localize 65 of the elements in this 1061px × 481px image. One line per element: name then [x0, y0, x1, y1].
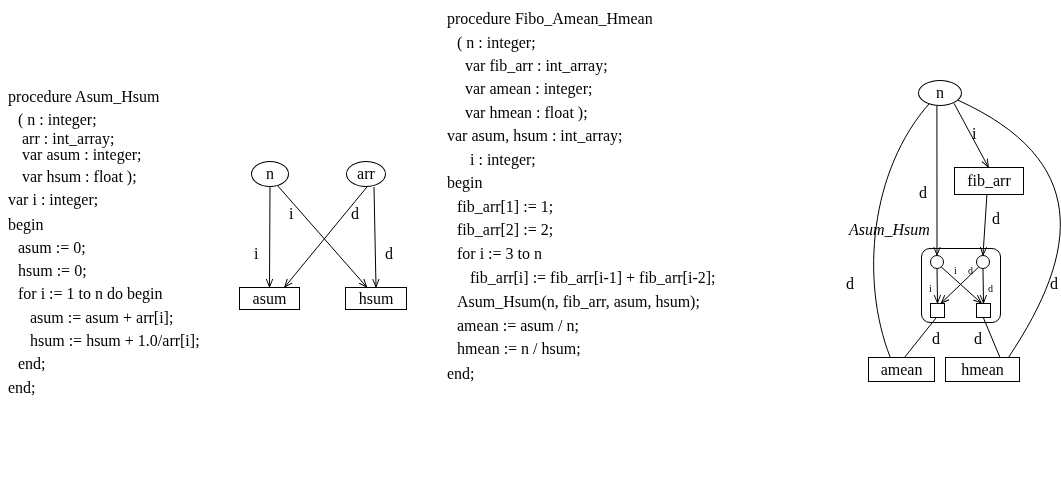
- procedure-name: Asum_Hsum: [849, 222, 930, 238]
- edge-label: d: [992, 211, 1000, 227]
- code-line: hsum := hsum + 1.0/arr[i];: [30, 332, 200, 350]
- code-line: ( n : integer;: [18, 111, 97, 129]
- edge-label: i: [954, 266, 957, 276]
- variable-box: [239, 287, 300, 310]
- edge-label: d: [919, 185, 927, 201]
- node-label: fib_arr: [967, 172, 1011, 190]
- edge-label: d: [846, 276, 854, 292]
- edge-label: d: [351, 206, 359, 222]
- variable-box: [345, 287, 407, 310]
- edge-label: i: [254, 246, 259, 262]
- code-line: begin: [447, 174, 483, 192]
- code-line: begin: [8, 216, 44, 234]
- variable-ellipse: [251, 161, 289, 187]
- code-line: for i := 1 to n do begin: [18, 285, 163, 303]
- edge-label: d: [988, 284, 993, 294]
- code-line: end;: [447, 365, 475, 383]
- code-line: fib_arr[i] := fib_arr[i-1] + fib_arr[i-2];: [470, 269, 716, 287]
- variable-ellipse: [346, 161, 386, 187]
- node-label: amean: [880, 360, 923, 379]
- variable-box: [945, 357, 1020, 382]
- edge-label: d: [385, 246, 393, 262]
- edge-label: d: [1050, 276, 1058, 292]
- code-line: end;: [8, 379, 36, 397]
- node-label: n: [266, 165, 274, 183]
- node-square: [930, 303, 945, 318]
- node-square: [976, 303, 991, 318]
- node-label: hsum: [358, 289, 394, 308]
- code-line: var hmean : float );: [465, 104, 588, 122]
- code-line: for i := 3 to n: [457, 245, 542, 263]
- edge-label: d: [974, 331, 982, 347]
- node-label: asum: [252, 289, 287, 308]
- edge-label: i: [972, 126, 977, 142]
- code-line: procedure Asum_Hsum: [8, 88, 160, 106]
- node-circle: [976, 255, 990, 269]
- code-line: ( n : integer;: [457, 34, 536, 52]
- code-line: Asum_Hsum(n, fib_arr, asum, hsum);: [457, 293, 700, 311]
- code-line: var fib_arr : int_array;: [465, 57, 608, 75]
- edge-label: i: [289, 206, 294, 222]
- edge-label: d: [932, 331, 940, 347]
- code-line: procedure Fibo_Amean_Hmean: [447, 10, 653, 28]
- code-line: arr : int_array;: [22, 130, 115, 148]
- variable-box: [868, 357, 935, 382]
- edge-label: i: [929, 284, 932, 294]
- code-line: var i : integer;: [8, 191, 99, 209]
- code-line: var amean : integer;: [465, 80, 593, 98]
- code-line: amean := asum / n;: [457, 317, 579, 335]
- node-label: arr: [357, 165, 375, 183]
- code-line: hsum := 0;: [18, 262, 87, 280]
- code-line: fib_arr[1] := 1;: [457, 198, 554, 216]
- code-line: i : integer;: [470, 151, 536, 169]
- variable-ellipse: [918, 80, 962, 106]
- code-line: asum := asum + arr[i];: [30, 309, 174, 327]
- code-line: fib_arr[2] := 2;: [457, 221, 554, 239]
- code-line: end;: [18, 355, 46, 373]
- code-line: var asum, hsum : int_array;: [447, 127, 623, 145]
- variable-box: [954, 167, 1024, 195]
- node-label: hmean: [961, 360, 1004, 379]
- code-line: asum := 0;: [18, 239, 86, 257]
- node-label: n: [936, 84, 944, 102]
- code-line: hmean := n / hsum;: [457, 340, 581, 358]
- edge-label: d: [968, 266, 973, 276]
- node-circle: [930, 255, 944, 269]
- code-line: var hsum : float );: [22, 168, 137, 186]
